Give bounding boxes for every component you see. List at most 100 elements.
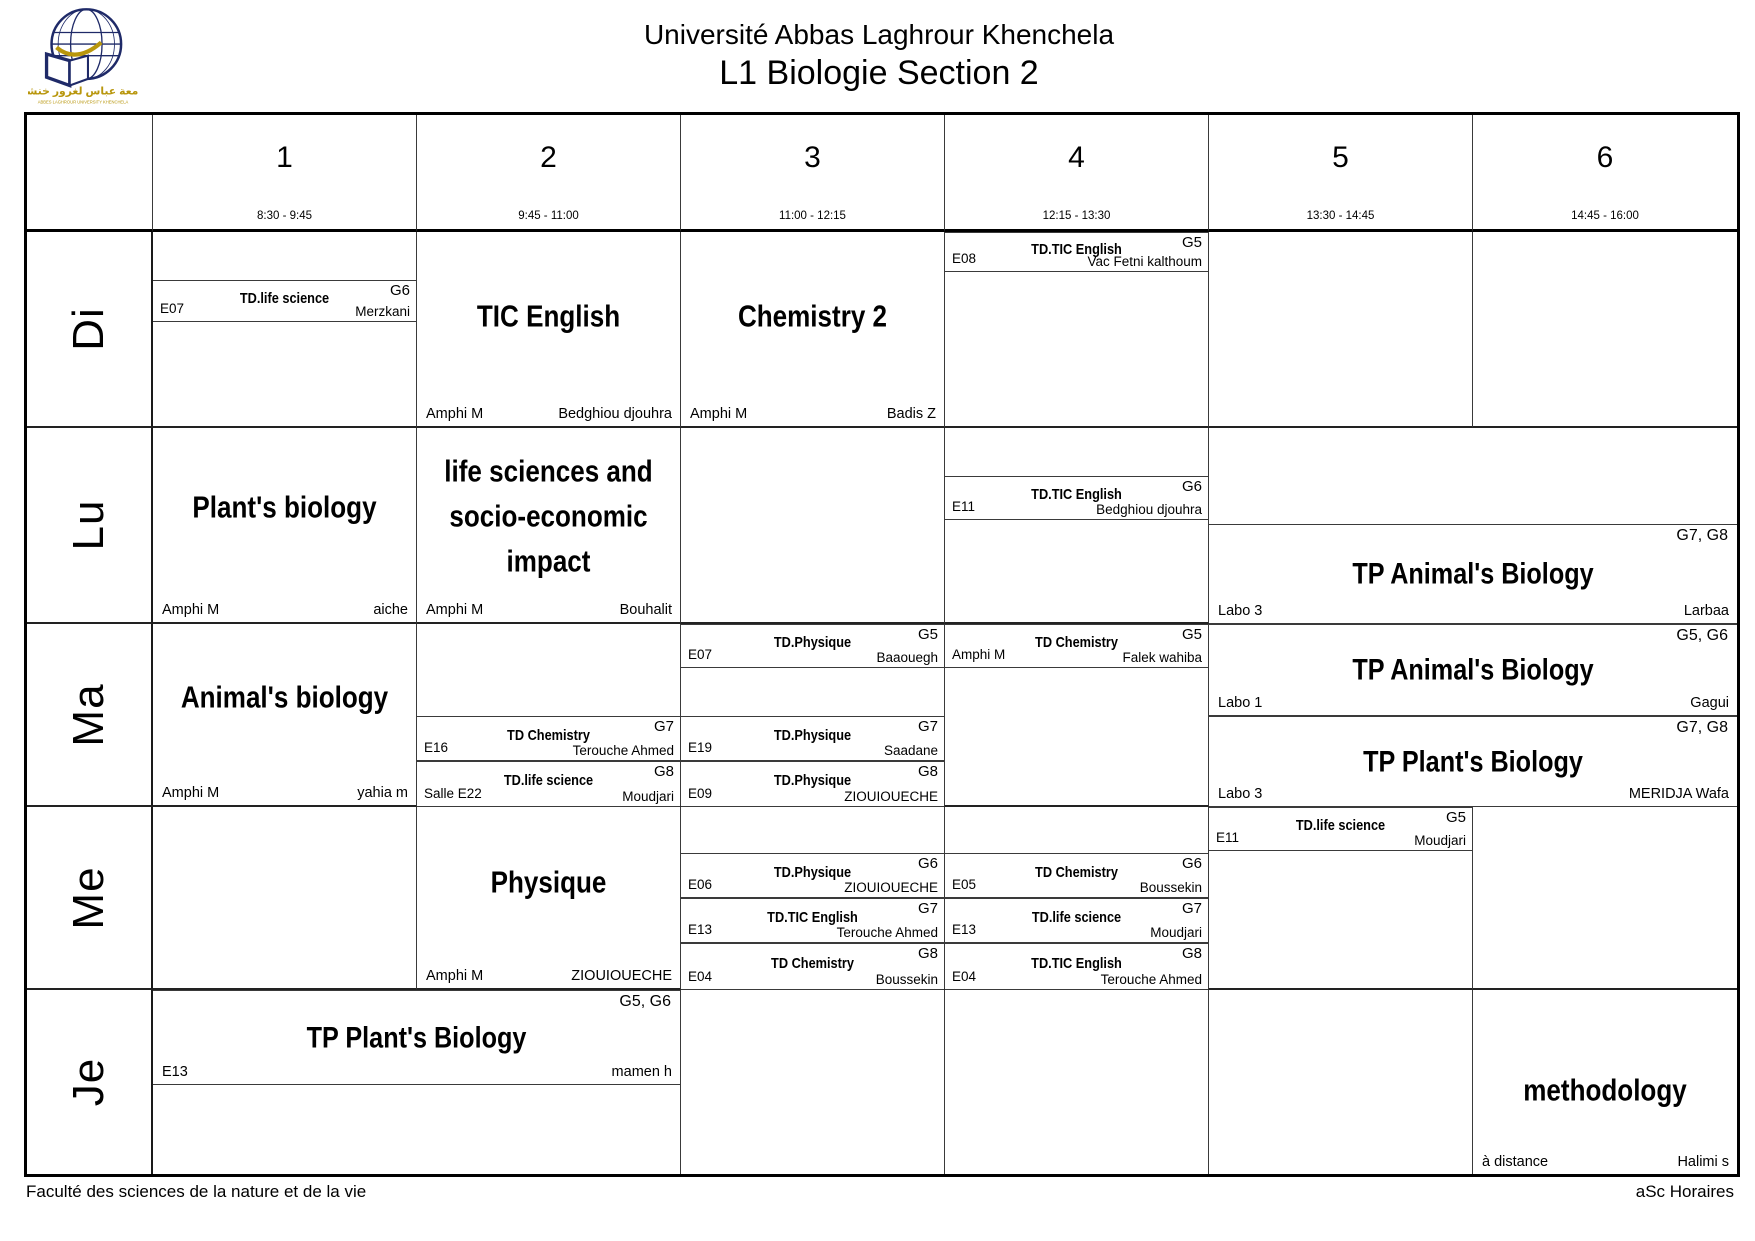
event-title: TD.life science <box>503 772 594 790</box>
period-number: 4 <box>1068 141 1085 174</box>
event-room: E08 <box>952 251 977 266</box>
event-teacher: Saadane <box>883 743 938 758</box>
event-teacher: MERIDJA Wafa <box>1628 786 1729 802</box>
event-teacher: Merzkani <box>355 304 410 319</box>
faculty-name: Faculté des sciences de la nature et de … <box>26 1182 367 1201</box>
event-title: TD Chemistry <box>1035 634 1118 652</box>
day-name: Ma <box>64 682 113 747</box>
event-room: E13 <box>688 922 713 937</box>
period-header-4: 4 12:15 - 13:30 <box>945 115 1209 232</box>
period-time: 9:45 - 11:00 <box>518 210 579 222</box>
event-room: Amphi M <box>952 647 1006 662</box>
event-title: TD.TIC English <box>1031 486 1122 504</box>
event-group: G5 <box>1181 626 1202 643</box>
event-teacher: Boussekin <box>1139 880 1202 895</box>
university-name: Université Abbas Laghrour Khenchela <box>643 19 1115 50</box>
logo-arabic-text: جامعة عباس لغرور خنشلة <box>28 86 138 98</box>
event-group: G6 <box>1181 478 1202 495</box>
slot-je-6: methodology à distance Halimi s <box>1473 990 1737 1174</box>
event-title: Animal's biology <box>180 679 389 715</box>
event-group: G7 <box>653 718 674 735</box>
day-label-di: Di <box>27 232 153 428</box>
event-group: G5, G6 <box>619 993 671 1010</box>
event-group: G5 <box>1445 809 1466 826</box>
event-title: TD.TIC English <box>767 909 858 927</box>
event-teacher: ZIOUIOUECHE <box>844 880 938 895</box>
event-group: G7 <box>917 900 938 917</box>
period-time: 12:15 - 13:30 <box>1042 210 1111 222</box>
event-teacher: Badis Z <box>886 406 936 422</box>
event-title: methodology <box>1523 1072 1687 1108</box>
event-teacher: ZIOUIOUECHE <box>571 968 672 984</box>
event-teacher: Larbaa <box>1683 603 1729 619</box>
event-teacher: Moudjari <box>1414 833 1466 848</box>
event-room: E11 <box>1216 830 1240 845</box>
event-teacher: Halimi s <box>1677 1154 1729 1170</box>
event-title: Physique <box>490 864 607 900</box>
slot-me-6 <box>1473 807 1737 990</box>
day-label-me: Me <box>27 807 153 990</box>
page-title: L1 Biologie Section 2 <box>719 54 1039 92</box>
event-teacher: Bedghiou djouhra <box>558 406 672 422</box>
event-teacher: Gagui <box>1690 695 1729 711</box>
event-title: TD.Physique <box>773 634 852 652</box>
university-logo: جامعة عباس لغرور خنشلة ABBES LAGHROUR UN… <box>16 6 150 112</box>
event-title: TIC English <box>476 298 621 334</box>
event-title: TD.life science <box>1031 909 1122 927</box>
period-time: 8:30 - 9:45 <box>257 210 312 222</box>
event-title: TD Chemistry <box>771 954 854 972</box>
period-number: 1 <box>276 141 293 174</box>
day-name: Lu <box>64 499 113 551</box>
event-room: à distance <box>1482 1154 1549 1170</box>
day-name: Di <box>64 307 113 351</box>
event-room: Labo 3 <box>1218 603 1263 619</box>
event-title: TD.TIC English <box>1031 240 1122 258</box>
event-teacher: Boussekin <box>875 972 938 987</box>
event-title: life sciences and socio-economic impact <box>444 453 653 579</box>
period-number: 6 <box>1596 141 1614 174</box>
event-teacher: aiche <box>373 602 408 618</box>
event-group: G7, G8 <box>1676 527 1728 544</box>
event-room: E19 <box>688 740 713 755</box>
event-title: Chemistry 2 <box>737 298 888 334</box>
event-title: TD.life science <box>239 289 330 307</box>
event-group: G5 <box>917 626 938 643</box>
event-group: G6 <box>389 282 410 299</box>
event-group: G7 <box>917 718 938 735</box>
asc-horaires-credit: aSc Horaires <box>1635 1182 1734 1201</box>
event-title: Plant's biology <box>192 489 377 525</box>
event-room: E04 <box>688 969 713 984</box>
event-big: methodology à distance Halimi s <box>1473 990 1737 1174</box>
